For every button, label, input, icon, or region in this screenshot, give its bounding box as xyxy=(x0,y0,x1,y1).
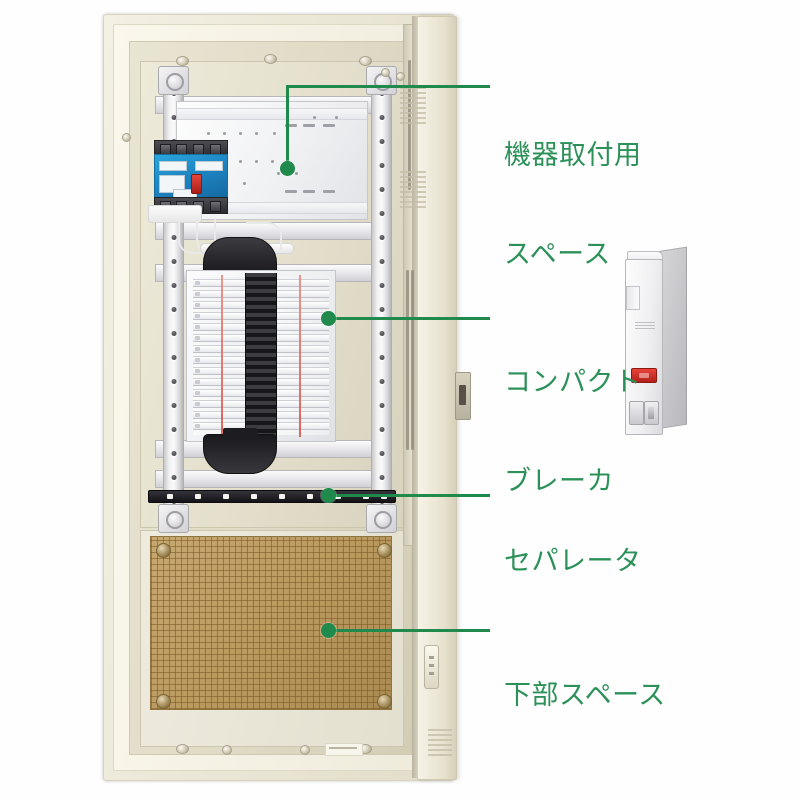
breaker-terminal xyxy=(629,401,644,425)
callout-line-lower xyxy=(330,629,490,632)
cabinet-screw xyxy=(176,56,189,66)
callout-dot-lower xyxy=(321,623,336,638)
compact-breaker-array[interactable] xyxy=(186,270,336,442)
callout-label-separator: セパレータ xyxy=(504,479,642,644)
breaker-row xyxy=(193,356,255,364)
door-slot xyxy=(406,270,409,450)
main-busbar xyxy=(245,273,277,439)
callout-label-equipment-line2: スペース xyxy=(504,239,611,270)
callout-dot-equipment xyxy=(280,161,295,176)
standalone-compact-breaker[interactable] xyxy=(625,243,687,435)
cabinet-screw xyxy=(264,54,277,64)
rail-cap-bottom-left xyxy=(158,504,189,533)
cabinet-screw xyxy=(176,744,189,754)
callout-label-lower-line1: 下部スペース xyxy=(504,680,666,711)
wire-conduit xyxy=(178,218,206,254)
wire-conduit xyxy=(246,222,282,250)
breaker-row xyxy=(193,312,255,320)
breaker-row xyxy=(193,323,255,331)
door-latch[interactable] xyxy=(455,372,471,420)
board-screw xyxy=(377,694,392,709)
wiring-marker-line xyxy=(299,275,301,437)
breaker-row xyxy=(193,290,255,298)
callout-line-equipment xyxy=(286,85,490,88)
breaker-rating-text xyxy=(635,320,655,329)
callout-dot-separator xyxy=(321,488,336,503)
breaker-row xyxy=(193,345,255,353)
lower-space-board xyxy=(150,536,392,710)
breaker-terminal xyxy=(644,401,659,425)
door-vent xyxy=(400,170,426,208)
breaker-row xyxy=(193,378,255,386)
callout-line-separator xyxy=(330,494,490,497)
breaker-row xyxy=(193,279,255,287)
main-breaker[interactable] xyxy=(154,140,228,214)
breaker-row xyxy=(193,400,255,408)
door-hinge-edge xyxy=(412,16,418,778)
callout-dot-breaker xyxy=(321,311,336,326)
door-handle[interactable] xyxy=(424,645,439,689)
board-screw xyxy=(156,694,171,709)
door-screw xyxy=(381,68,390,77)
callout-label-breaker-line2: ブレーカ xyxy=(504,466,614,497)
wiring-marker-line xyxy=(221,275,223,437)
callout-label-equipment: 機器取付用 スペース xyxy=(504,73,642,337)
breaker-row xyxy=(193,389,255,397)
breaker-row xyxy=(193,334,255,342)
cabinet-screw xyxy=(122,133,131,142)
door-screw xyxy=(396,72,405,81)
breaker-row xyxy=(193,367,255,375)
mount-rail-bottom xyxy=(155,470,389,488)
door-vent xyxy=(400,86,426,124)
rail-cap-bottom-right xyxy=(366,504,397,533)
door-bottom-vent xyxy=(428,726,452,756)
breaker-din-clip xyxy=(626,286,640,310)
breaker-row xyxy=(193,301,255,309)
mount-rail-right xyxy=(371,72,392,520)
door-slot xyxy=(408,60,411,190)
breaker-side-body xyxy=(659,246,687,429)
door-slot xyxy=(411,270,414,450)
board-screw xyxy=(156,543,171,558)
callout-label-lower: 下部スペース xyxy=(504,613,666,778)
rail-cap-top-left xyxy=(158,66,189,95)
callout-line-breaker xyxy=(330,317,490,320)
breaker-trip-indicator xyxy=(631,368,657,383)
cabinet-base-label xyxy=(325,743,363,756)
callout-label-equipment-line1: 機器取付用 xyxy=(504,140,642,171)
cabinet-screw xyxy=(222,745,232,755)
cabinet-screw xyxy=(359,56,372,66)
callout-label-separator-line1: セパレータ xyxy=(504,546,642,577)
callout-label-breaker: コンパクト ブレーカ xyxy=(504,300,642,564)
callout-label-breaker-line1: コンパクト xyxy=(504,367,642,398)
breaker-row xyxy=(193,411,255,419)
board-screw xyxy=(377,543,392,558)
busbar-cover-bottom xyxy=(203,428,277,474)
callout-line-equipment-vert xyxy=(286,85,289,169)
cabinet-screw xyxy=(300,745,310,755)
